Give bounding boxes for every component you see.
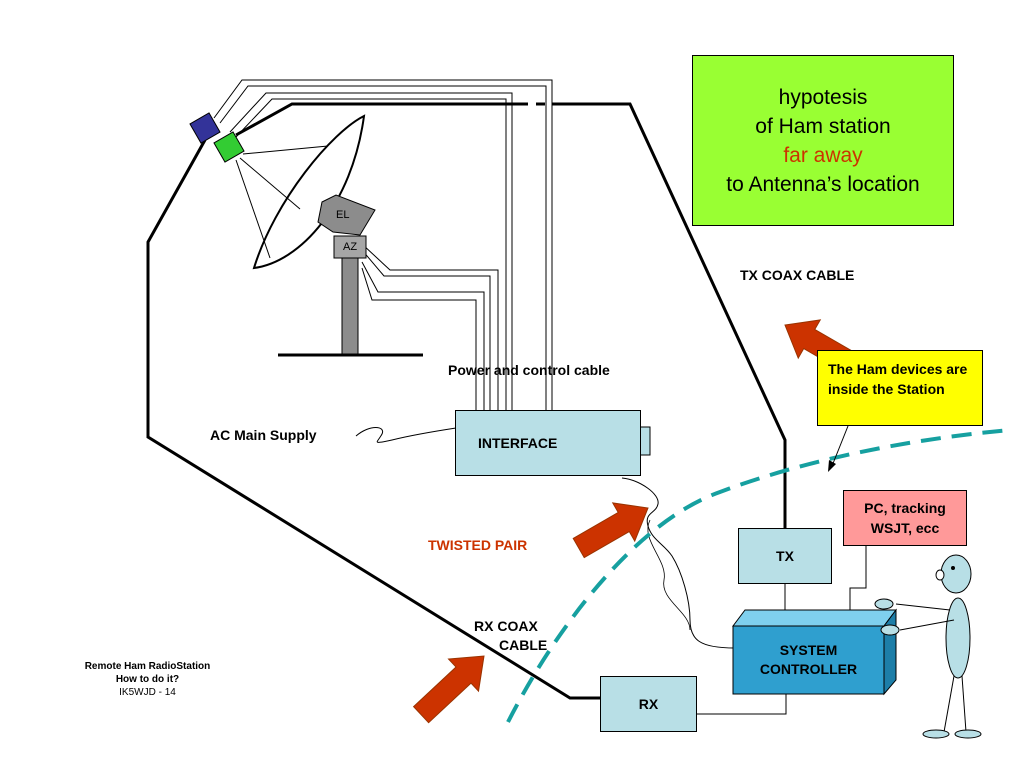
yellow-note-pointer — [831, 425, 849, 467]
twisted-pair-label: TWISTED PAIR — [428, 537, 528, 553]
antenna-dish — [235, 114, 366, 270]
yellow-note-box: The Ham devices are inside the Station — [817, 350, 983, 426]
ac-supply-wire — [355, 427, 457, 443]
footer-line3: IK5WJD - 14 — [119, 687, 176, 698]
rx-coax-cable-line — [146, 139, 600, 700]
az-label: AZ — [343, 241, 358, 253]
green-note-line3: far away — [783, 143, 863, 167]
system-controller-3d — [732, 608, 897, 696]
tx-coax-label: TX COAX CABLE — [740, 267, 855, 283]
arrow-rx-coax — [412, 655, 485, 724]
system-controller-line1: SYSTEM — [779, 642, 838, 658]
ac-main-label: AC Main Supply — [210, 427, 317, 443]
el-rotator — [317, 194, 376, 236]
tx-label: TX — [776, 548, 794, 564]
green-note-line2: of Ham station — [755, 114, 891, 138]
operator-figure — [874, 554, 982, 739]
green-note-line4: to Antenna’s location — [726, 172, 920, 196]
interface-label: INTERFACE — [478, 435, 558, 451]
system-controller-label-area: SYSTEM CONTROLLER — [733, 626, 884, 694]
twisted-pair-wire-b — [647, 519, 691, 631]
tx-coax-cable-right — [552, 102, 787, 528]
twisted-pair-wire — [621, 477, 736, 649]
rx-coax-label-line2: CABLE — [499, 637, 548, 653]
green-note-box: hypotesis of Ham station far away to Ant… — [692, 55, 954, 226]
pc-to-controller-line — [849, 546, 867, 610]
footer-line1: Remote Ham RadioStation — [84, 661, 211, 672]
antenna-mast — [341, 255, 359, 356]
station-boundary-dashed — [506, 428, 1011, 723]
feed-block-blue — [189, 112, 221, 144]
feed-block-green — [213, 131, 245, 163]
system-controller-line2: CONTROLLER — [759, 661, 858, 677]
el-label: EL — [336, 209, 350, 221]
slide-footer: Remote Ham RadioStation How to do it? IK… — [60, 660, 235, 699]
power-control-cable — [213, 79, 553, 410]
power-control-label: Power and control cable — [448, 362, 610, 378]
rx-box: RX — [600, 676, 697, 732]
tx-box: TX — [738, 528, 832, 584]
green-note-line1: hypotesis — [778, 85, 868, 109]
pink-note-line2: WSJT, ecc — [870, 520, 940, 536]
pink-note-line1: PC, tracking — [864, 500, 946, 516]
rx-to-controller-line — [697, 694, 787, 715]
pink-note-box: PC, tracking WSJT, ecc — [843, 490, 967, 546]
rx-coax-label-line1: RX COAX — [474, 618, 538, 634]
az-rotator — [333, 235, 367, 259]
interface-box: INTERFACE — [455, 410, 641, 476]
interface-connector — [639, 426, 651, 456]
arrow-twisted-pair — [572, 502, 649, 559]
rx-label: RX — [638, 696, 659, 712]
footer-line2: How to do it? — [115, 674, 180, 685]
yellow-note-text: The Ham devices are inside the Station — [828, 361, 968, 397]
yellow-note-pointer-head — [828, 460, 836, 472]
tx-coax-cable-line — [235, 102, 528, 137]
